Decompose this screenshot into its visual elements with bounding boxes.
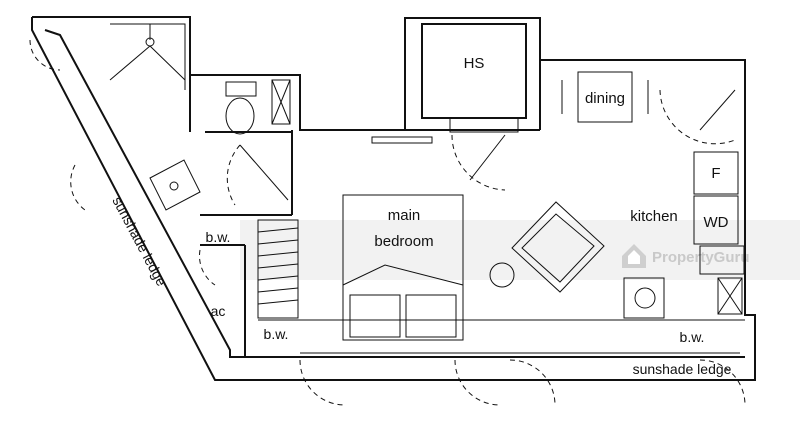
watermark-text: PropertyGuru xyxy=(652,249,750,266)
door-swings xyxy=(29,39,746,406)
shower-area xyxy=(109,23,186,90)
label-washer-dryer: WD xyxy=(704,214,729,231)
label-kitchen: kitchen xyxy=(630,208,678,225)
windows xyxy=(300,136,740,354)
label-bay-window-right: b.w. xyxy=(680,329,705,345)
kitchen-counter xyxy=(699,245,745,315)
interior-walls xyxy=(189,60,745,357)
bathroom-cabinet xyxy=(271,79,291,125)
label-ac: ac xyxy=(211,303,226,319)
watermark: PropertyGuru xyxy=(240,220,800,280)
house-logo-icon xyxy=(622,244,646,268)
fridge xyxy=(693,151,739,195)
armchair xyxy=(511,201,605,293)
label-main: main xyxy=(388,207,421,224)
label-fridge: F xyxy=(711,165,720,182)
label-bay-window-left: b.w. xyxy=(264,326,289,342)
label-sunshade-ledge-bottom: sunshade ledge xyxy=(633,361,732,377)
label-hs: HS xyxy=(464,55,485,72)
washer-dryer xyxy=(693,195,739,245)
kitchen-sink xyxy=(623,277,665,319)
bathroom-basin xyxy=(149,159,201,211)
dining-table xyxy=(561,71,649,123)
watermark-band xyxy=(240,220,800,280)
label-bay-window-top: b.w. xyxy=(206,229,231,245)
label-sunshade-ledge-diagonal: sunshade ledge xyxy=(109,194,170,289)
wardrobe-shelves xyxy=(257,219,299,319)
label-dining: dining xyxy=(585,90,625,107)
outer-walls xyxy=(31,16,756,381)
bed xyxy=(342,194,464,341)
side-table xyxy=(489,262,515,288)
label-bedroom: bedroom xyxy=(374,233,433,250)
toilet xyxy=(225,81,257,135)
hs-room xyxy=(421,23,527,133)
